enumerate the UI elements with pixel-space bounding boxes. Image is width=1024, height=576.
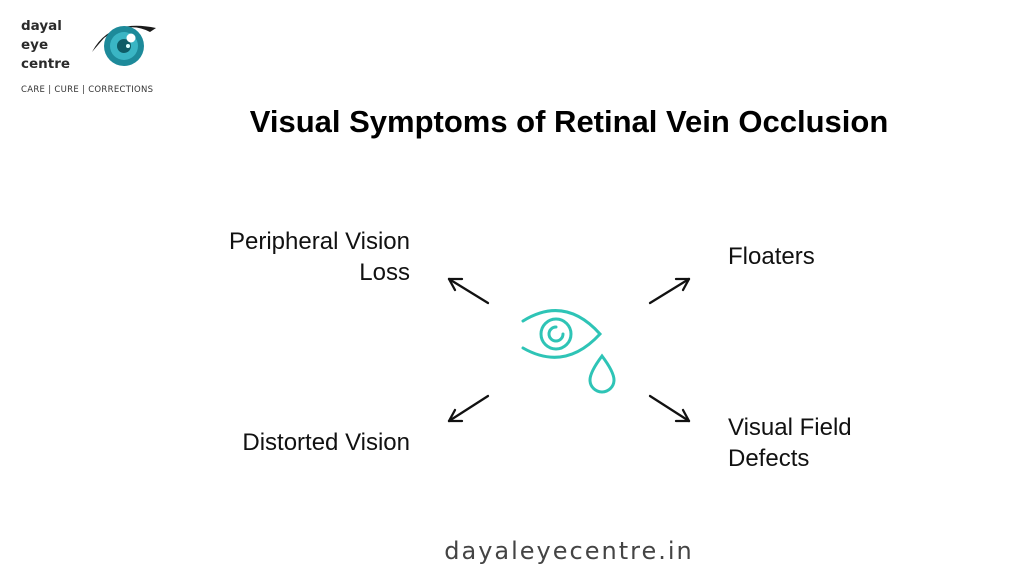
page-title: Visual Symptoms of Retinal Vein Occlusio… [249, 104, 889, 139]
symptom-distorted-vision: Distorted Vision [242, 427, 410, 458]
symptom-visual-field-defects: Visual Field Defects [728, 412, 852, 474]
logo-text: dayal eye centre [21, 17, 70, 74]
arrow-bottom-right-icon [648, 394, 691, 423]
arrow-top-left-icon [447, 277, 490, 305]
logo-line: dayal [21, 18, 62, 34]
arrow-bottom-left-icon [447, 394, 490, 423]
symptom-peripheral-vision-loss: Peripheral Vision Loss [229, 226, 410, 288]
eye-with-tear-icon [521, 309, 616, 394]
symptom-line: Defects [728, 445, 810, 472]
logo-eye-icon [92, 25, 156, 66]
logo-tagline: CARE | CURE | CORRECTIONS [21, 85, 154, 95]
logo-line: centre [21, 56, 71, 72]
footer-url: dayaleyecentre.in [444, 537, 694, 565]
symptom-line: Loss [359, 259, 410, 286]
symptom-line: Distorted Vision [242, 429, 410, 456]
symptom-floaters: Floaters [728, 241, 815, 272]
logo-line: eye [21, 37, 49, 53]
symptom-line: Floaters [728, 243, 815, 270]
arrow-top-right-icon [648, 277, 691, 305]
symptom-line: Visual Field [728, 414, 852, 441]
symptom-line: Peripheral Vision [229, 228, 410, 255]
